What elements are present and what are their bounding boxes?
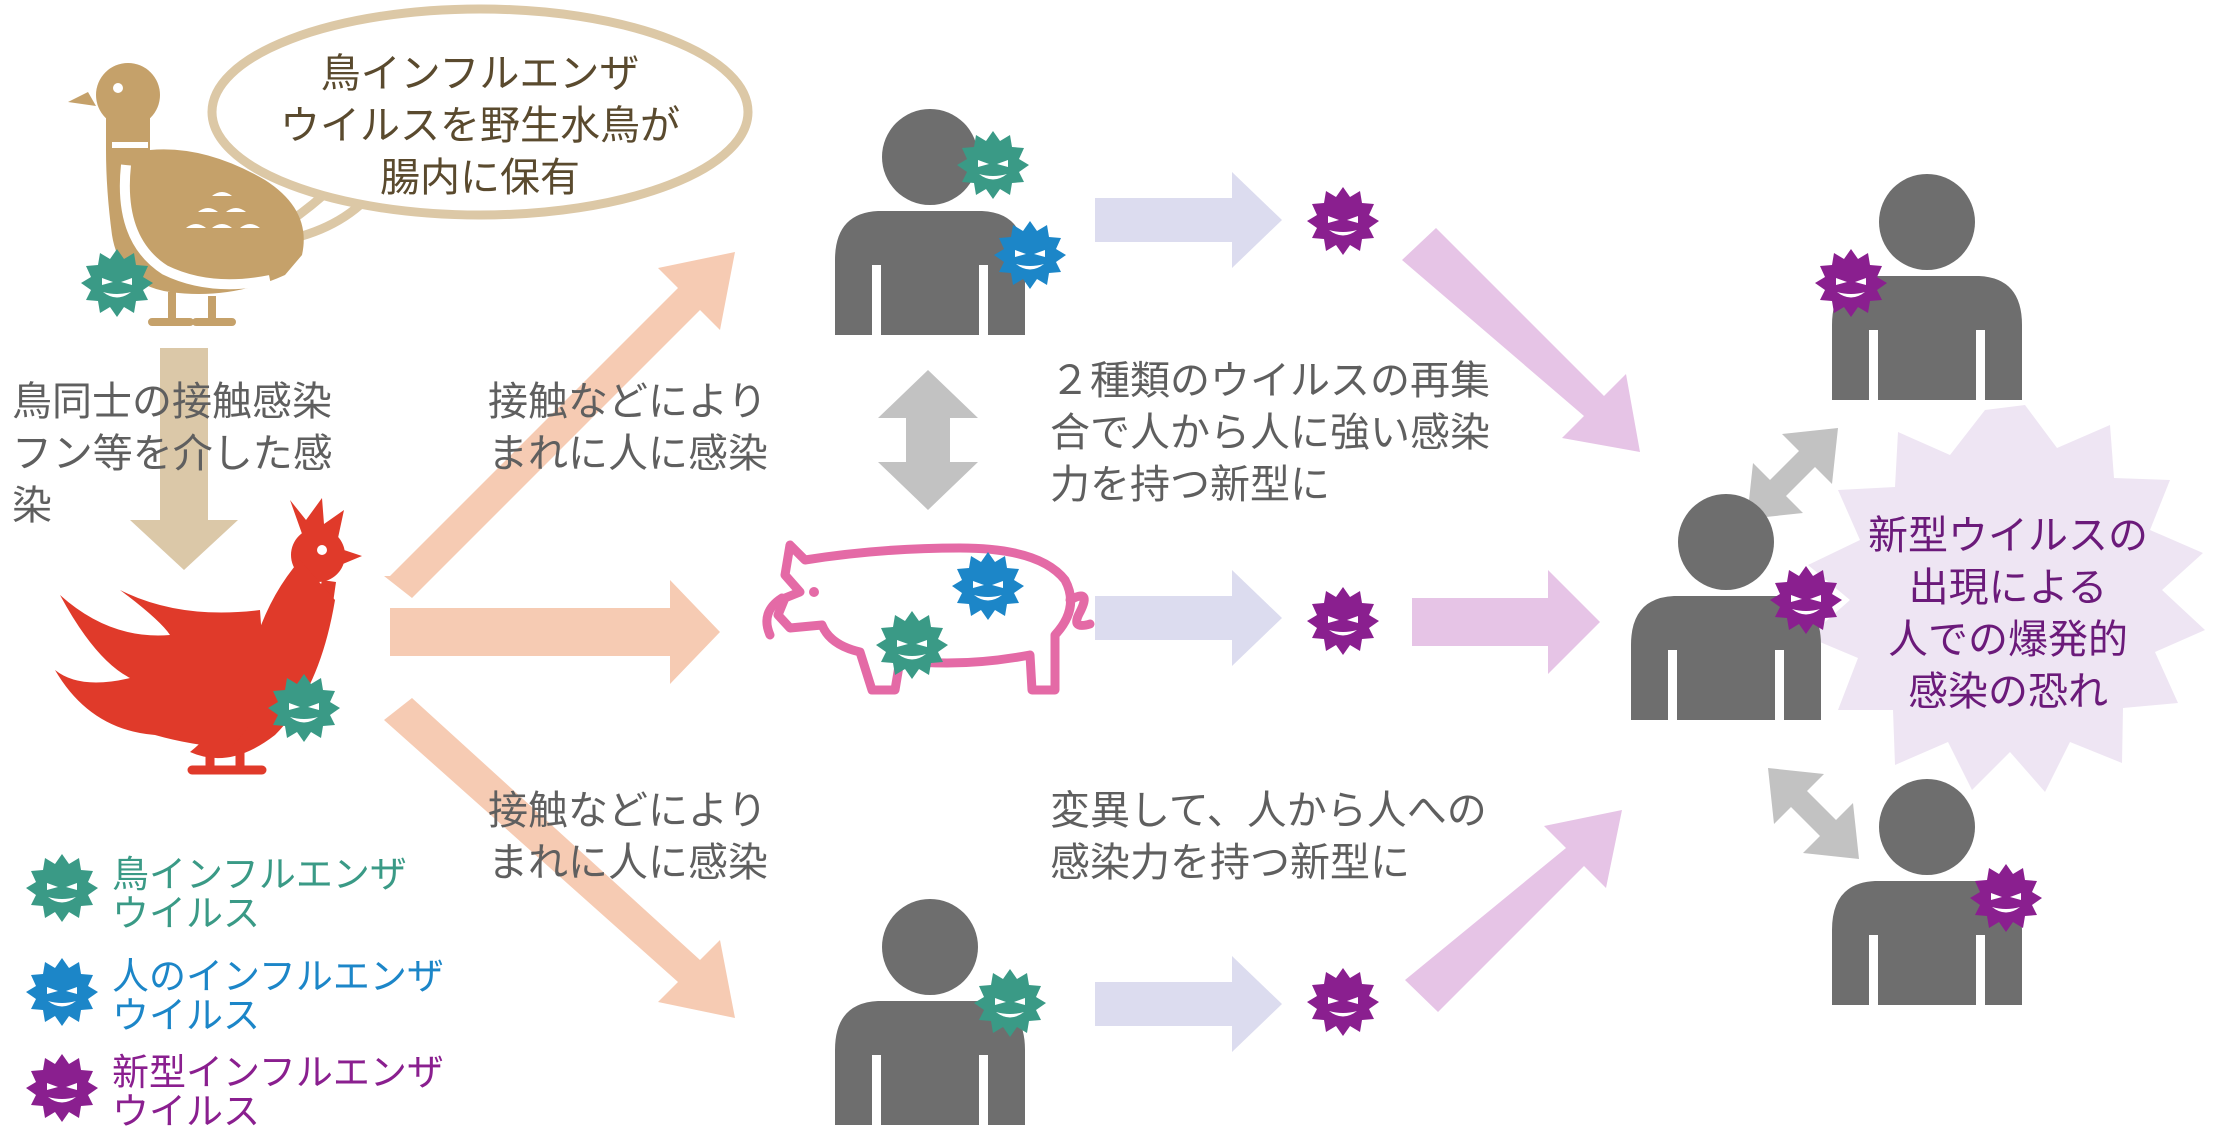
arrow-person-top-to-virus [1095, 172, 1282, 268]
arrow-chicken-to-person-bottom [384, 698, 735, 1018]
arrow-spread-lower-double [1768, 768, 1859, 859]
legend-avian-label: 鳥インフルエンザ ウイルス [112, 853, 407, 935]
arrow-chicken-to-pig [390, 580, 720, 684]
legend-human-virus-icon [26, 958, 98, 1026]
legend-human-label: 人のインフルエンザ ウイルス [112, 955, 444, 1037]
arrow-spread-upper-double [1747, 428, 1838, 519]
arrow-bird-to-chicken [130, 348, 238, 570]
human-virus-icon [952, 552, 1024, 620]
arrow-virus-mid-to-person [1412, 570, 1600, 674]
bubble-text: 鳥インフルエンザ ウイルスを野生水鳥が 腸内に保有 [280, 51, 680, 201]
speech-bubble [207, 4, 753, 220]
arrow-chicken-to-person-top [384, 252, 735, 598]
legend-novel-label: 新型インフルエンザ ウイルス [112, 1051, 444, 1133]
bird-transmission-text: 鳥同士の接触感染 フン等を介した感染 [12, 379, 333, 529]
outbreak-starburst [1808, 405, 2205, 792]
arrow-person-bottom-to-virus [1095, 956, 1282, 1052]
novel-virus-icon [1307, 968, 1379, 1036]
novel-virus-icon [1307, 187, 1379, 255]
chicken [55, 498, 362, 775]
avian-virus-icon [876, 611, 948, 679]
arrow-pig-to-virus [1095, 570, 1282, 666]
contact-text-lower: 接触などにより まれに人に感染 [488, 788, 768, 886]
legend-avian-virus-icon [26, 854, 98, 922]
arrow-virus-bottom-to-person [1405, 810, 1622, 1012]
legend-novel-virus-icon [26, 1054, 98, 1122]
reassortment-text: ２種類のウイルスの再集 合で人から人に強い感染 力を持つ新型に [1050, 358, 1490, 508]
outbreak-text: 新型ウイルスの 出現による 人での爆発的 感染の恐れ [1868, 513, 2148, 715]
pig [762, 540, 1095, 695]
arrow-virus-top-to-person [1402, 228, 1640, 452]
arrow-person-pig-double [878, 370, 978, 510]
wild-duck [68, 63, 304, 326]
contact-text-upper: 接触などにより まれに人に感染 [488, 379, 768, 477]
mutation-text: 変異して、人から人への 感染力を持つ新型に [1050, 788, 1487, 886]
novel-virus-icon [1307, 587, 1379, 655]
